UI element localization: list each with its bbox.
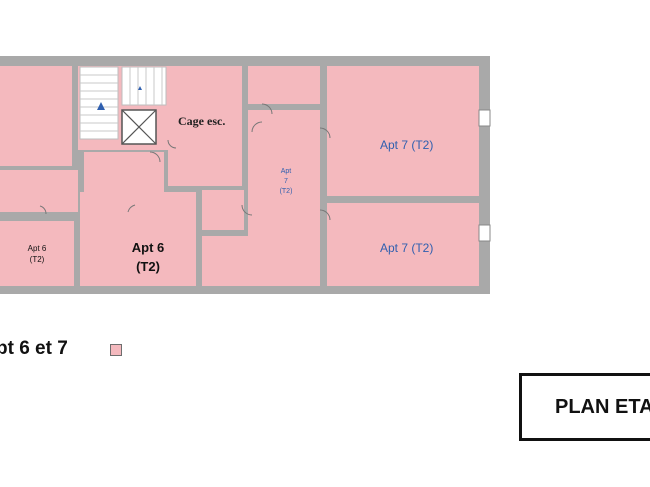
room-label-apt6-small-line1: Apt 6 bbox=[27, 244, 47, 253]
room-left-corridor bbox=[0, 170, 78, 212]
room-label-apt7-bottom: Apt 7 (T2) bbox=[380, 241, 434, 255]
room-label-apt6-large: Apt 6 (T2) bbox=[118, 238, 178, 276]
room-corridor-mid bbox=[202, 190, 244, 230]
room-label-apt6-large-line1: Apt 6 bbox=[131, 240, 165, 255]
room-cage-esc bbox=[168, 66, 242, 186]
room-label-apt7-center: Apt 7 (T2) bbox=[272, 167, 300, 197]
room-small-top bbox=[248, 66, 320, 104]
title-block: PLAN ETA bbox=[519, 373, 650, 441]
room-label-apt6-large-line2: (T2) bbox=[136, 259, 160, 274]
room-apt6-small bbox=[0, 221, 74, 286]
stair-label: Cage esc. bbox=[178, 114, 226, 128]
room-lower-mid bbox=[202, 236, 320, 286]
door-swings bbox=[39, 103, 331, 221]
room-label-apt7-top: Apt 7 (T2) bbox=[380, 138, 434, 152]
title-text: PLAN ETA bbox=[555, 396, 650, 418]
room-left-top bbox=[0, 66, 72, 166]
stair-treads bbox=[79, 66, 167, 140]
window bbox=[478, 109, 491, 127]
stair-arrow-icon-small bbox=[138, 86, 142, 90]
stair-lines bbox=[80, 67, 163, 132]
legend-swatch bbox=[110, 344, 122, 356]
room-label-apt7-center-line3: (T2) bbox=[279, 188, 293, 195]
room-apt7-bottom bbox=[327, 203, 479, 286]
room-apt6-large bbox=[80, 192, 196, 286]
room-apt7-top bbox=[327, 66, 479, 196]
stair-void-icon bbox=[121, 109, 157, 145]
legend-text: pt 6 et 7 bbox=[0, 338, 68, 359]
stair-arrow-icon bbox=[97, 102, 105, 110]
room-label-apt7-center-line2: 7 bbox=[284, 178, 288, 185]
room-label-apt6-small-line2: (T2) bbox=[29, 255, 45, 264]
room-label-apt6-small: Apt 6 (T2) bbox=[22, 243, 52, 265]
room-label-apt7-center-line1: Apt bbox=[280, 168, 292, 175]
window bbox=[478, 224, 491, 242]
